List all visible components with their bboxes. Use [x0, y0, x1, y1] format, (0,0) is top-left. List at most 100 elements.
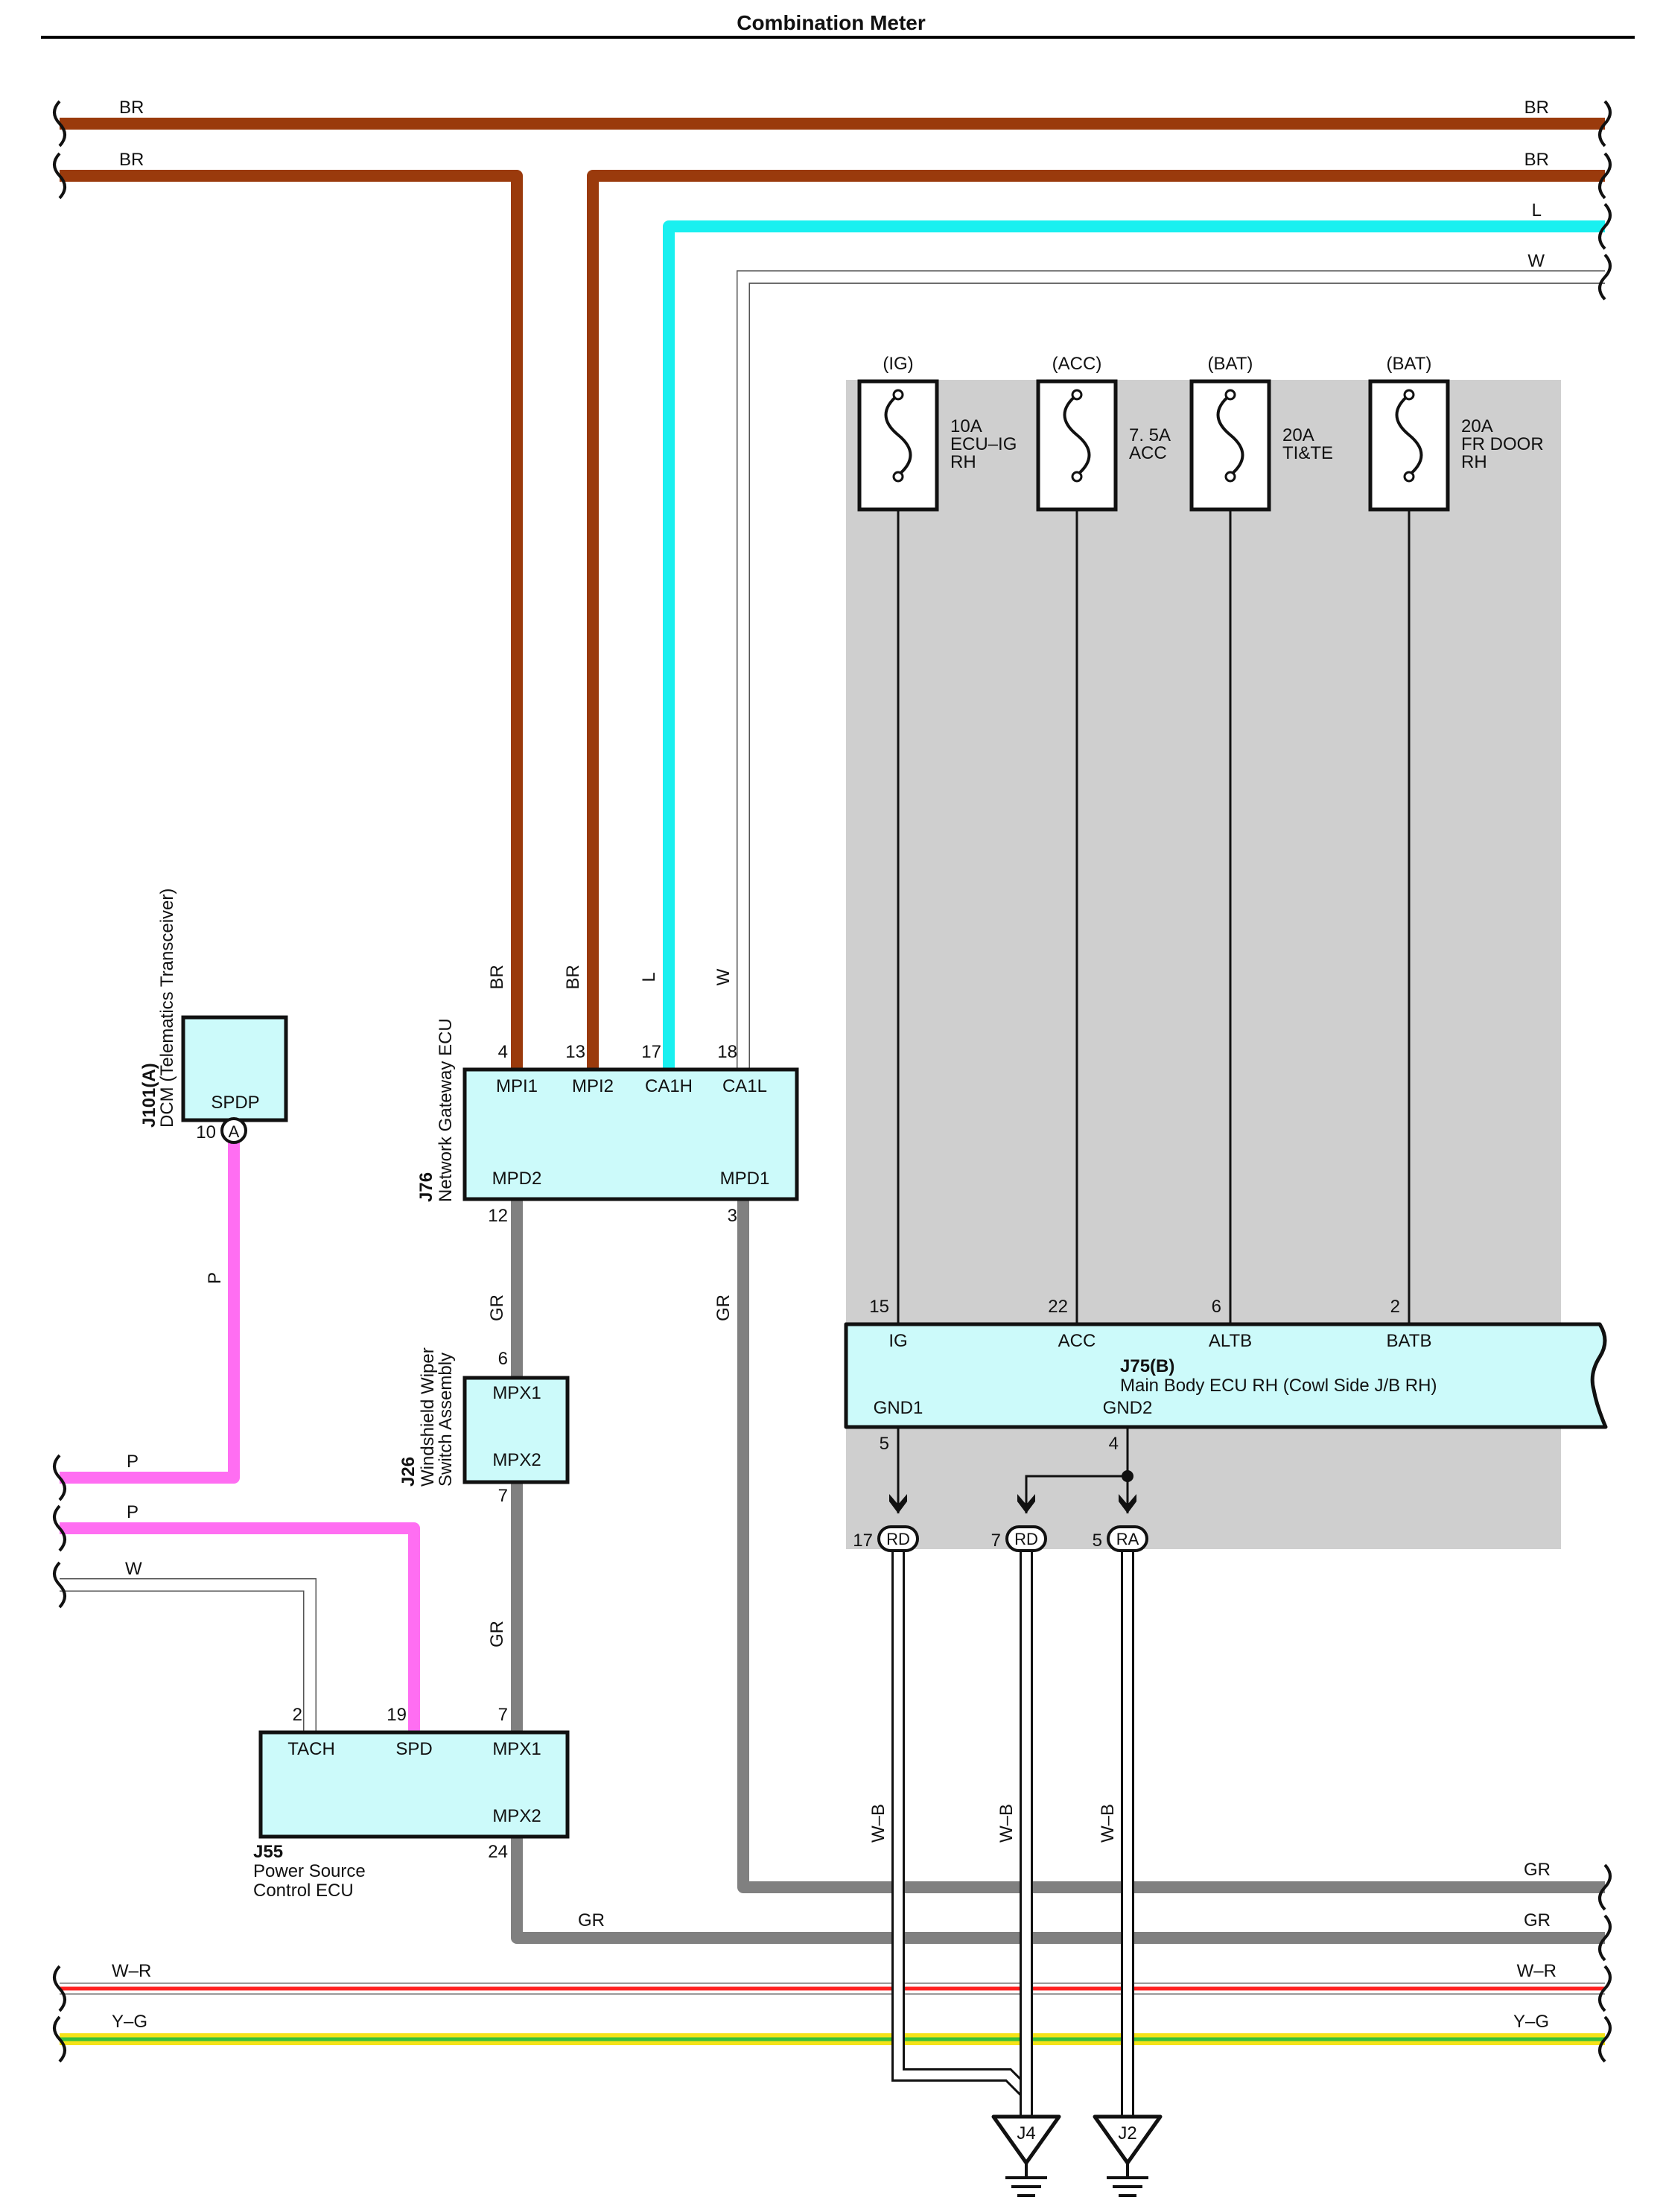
fuse-box	[1189, 379, 1271, 512]
j76-name: Network Gateway ECU	[436, 1018, 456, 1202]
wire-w-core	[737, 271, 1605, 1071]
j26-pin: 7	[498, 1486, 508, 1506]
wire-label-group: BR BR BR BR L W P P W GR GR GR W–R W–R Y…	[112, 98, 1557, 2032]
wire-label: P	[127, 1452, 139, 1472]
connector-pin: 5	[1093, 1531, 1102, 1551]
wire-br-right	[587, 170, 1605, 1071]
fuse-terminal	[1071, 471, 1083, 483]
wire-label: BR	[119, 98, 144, 118]
component-j75-main-body-ecu: 15 22 6 2 IG ACC ALTB BATB J75(B) Main B…	[844, 1297, 1608, 1454]
j75-gnd-terminal: GND2	[1103, 1398, 1153, 1418]
j76-terminal: MPI1	[496, 1076, 538, 1096]
fuse-ecu-ig: (IG) 10A ECU–IG RH	[857, 354, 1017, 512]
component-j26-wiper-switch: J26 Windshield Wiper Switch Assembly 6 M…	[398, 1347, 570, 1506]
fuse-source: (ACC)	[1052, 354, 1102, 374]
fuse-name: FR DOOR	[1461, 434, 1544, 454]
fuse-rating: 20A	[1282, 425, 1314, 445]
page-title: Combination Meter	[737, 11, 926, 34]
wire-label: L	[1532, 200, 1542, 220]
wire-gr-lower	[511, 1837, 1605, 1944]
wire-p2	[60, 1522, 420, 1732]
j75-pin: 22	[1048, 1297, 1068, 1317]
fuse-rating: 10A	[950, 416, 982, 436]
j75-gnd-pin: 5	[880, 1434, 889, 1454]
j55-code: J55	[253, 1842, 283, 1862]
j75-pin: 6	[1212, 1297, 1221, 1317]
connector-oval	[877, 1525, 919, 1552]
j76-pin-bottom: 12	[488, 1206, 508, 1226]
wire-br-left	[60, 170, 523, 1071]
j75-code: J75(B)	[1120, 1356, 1174, 1376]
wire-label: W	[125, 1559, 142, 1579]
j76-pin-bottom: 3	[728, 1206, 737, 1226]
wire-label-vertical: P	[205, 1272, 225, 1284]
j76-terminal-bottom: MPD1	[720, 1169, 770, 1189]
fuse-box	[1368, 379, 1450, 512]
wire-label: GR	[1524, 1910, 1551, 1930]
j55-terminal: SPD	[395, 1739, 432, 1759]
j26-name-2: Switch Assembly	[436, 1353, 456, 1487]
j75-box	[844, 1322, 1608, 1429]
connector-name: RA	[1116, 1530, 1139, 1548]
fuse-rating: 20A	[1461, 416, 1493, 436]
wire-w-left-core	[60, 1579, 316, 1732]
component-j76-gateway: J76 Network Gateway ECU 4 13 17 18 MPI1 …	[416, 1018, 799, 1226]
ground-j4: J4	[991, 2114, 1061, 2197]
fuse-terminal	[1224, 471, 1236, 483]
wire-l	[663, 220, 1605, 1071]
wire-w-left	[60, 1578, 317, 1732]
wire-label: BR	[1524, 98, 1549, 118]
j75-gnd-terminal: GND1	[874, 1398, 923, 1418]
wire-label: GR	[578, 1910, 605, 1930]
connector-rd-17: RD 17	[853, 1525, 919, 1552]
j76-pin: 18	[717, 1042, 737, 1062]
j55-pin: 24	[488, 1842, 508, 1862]
wire-label-vertical: GR	[487, 1294, 507, 1321]
fuse-terminal	[1071, 389, 1083, 401]
arrow-rd7	[1017, 1494, 1035, 1513]
j55-box	[258, 1730, 570, 1839]
wire-label-vertical: GR	[713, 1294, 734, 1321]
wire-label-vertical: BR	[563, 964, 583, 989]
fuse-terminal	[1224, 389, 1236, 401]
j75-name: Main Body ECU RH (Cowl Side J/B RH)	[1120, 1376, 1437, 1396]
j26-code: J26	[398, 1457, 419, 1487]
j26-terminal: MPX1	[492, 1383, 541, 1403]
j101-code: J101(A)	[139, 1063, 159, 1128]
j76-pin: 13	[565, 1042, 585, 1062]
fuse-symbol-icon	[884, 393, 912, 477]
fuse-source: (BAT)	[1208, 354, 1253, 374]
j55-terminal: TACH	[287, 1739, 335, 1759]
fuse-box	[857, 379, 939, 512]
j101-connector-a	[220, 1117, 247, 1144]
j76-terminal: CA1L	[722, 1076, 767, 1096]
j55-pin: 19	[387, 1705, 407, 1725]
fuse-acc: (ACC) 7. 5A ACC	[1036, 354, 1171, 512]
fuse-terminal	[892, 471, 904, 483]
wire-label: W–R	[1517, 1961, 1557, 1981]
j55-terminal: MPX2	[492, 1806, 541, 1826]
fuse-terminal	[1403, 471, 1415, 483]
j101-terminal-spdp: SPDP	[211, 1093, 259, 1113]
wire-label: Y–G	[1513, 2012, 1549, 2032]
wire-label-vertical: GR	[487, 1621, 507, 1647]
j55-name-1: Power Source	[253, 1861, 366, 1881]
wire-label-vertical: W–B	[996, 1804, 1017, 1843]
j55-pin: 7	[498, 1705, 508, 1725]
j101-connector-label: A	[229, 1122, 240, 1141]
j75-terminal: ACC	[1058, 1331, 1096, 1351]
j55-name-2: Control ECU	[253, 1881, 354, 1901]
connector-pin: 7	[991, 1531, 1001, 1551]
break-marks-right	[1598, 100, 1612, 2063]
connector-oval	[1107, 1525, 1148, 1552]
j76-terminal: CA1H	[645, 1076, 693, 1096]
connector-name: RD	[886, 1530, 910, 1548]
fuse-name-2: RH	[1461, 452, 1487, 472]
j75-pin: 15	[869, 1297, 889, 1317]
fuse-source: (BAT)	[1387, 354, 1432, 374]
connector-pin: 17	[853, 1531, 873, 1551]
wire-label: BR	[1524, 150, 1549, 170]
vertical-wire-label-group: BR BR L W P GR GR GR W–B W–B W–B	[205, 964, 1118, 1843]
fuse-symbol-icon	[1063, 393, 1091, 477]
fuse-name: TI&TE	[1282, 443, 1333, 463]
